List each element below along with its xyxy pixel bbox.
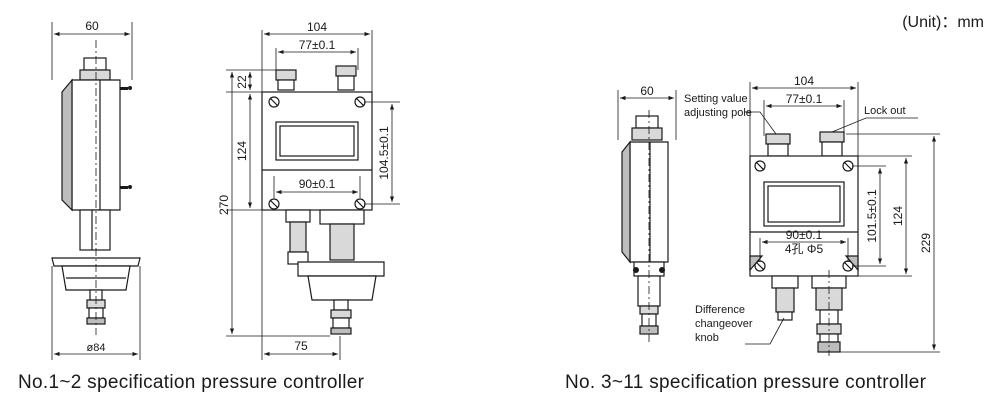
lock-out-label: Lock out <box>864 105 906 117</box>
fig1-caption: No.1~2 specification pressure controller <box>18 372 365 393</box>
fig2-front-view: 104 77±0.1 Setting value adjusting pole … <box>684 74 940 356</box>
diff-knob-label-line1: Difference <box>695 304 745 316</box>
fig2-side-width-dim: 60 <box>640 84 654 98</box>
fig1-screw-spacing-dim: 77±0.1 <box>299 38 336 52</box>
fig1-top-offset-dim: 22 <box>235 75 249 89</box>
fig1-body-height-dim: 124 <box>235 141 249 161</box>
fig2-side-view: 60 <box>617 84 677 345</box>
fig1-width-dim: 104 <box>307 20 327 34</box>
fig2-holes-note: 4孔 Φ5 <box>785 242 824 256</box>
diff-knob-label-line3: knob <box>695 332 719 344</box>
fig1-hole-spacing-h-dim: 90±0.1 <box>299 177 336 191</box>
fig1-side-base-dim: ø84 <box>87 342 106 354</box>
fig2-body-height-dim: 124 <box>891 206 905 226</box>
fig1-port-offset-dim: 75 <box>294 339 308 353</box>
fig1-side-width-dim: 60 <box>85 19 99 33</box>
fig2-overall-height-dim: 229 <box>919 233 933 253</box>
fig2-hole-spacing-v-dim: 101.5±0.1 <box>865 189 879 243</box>
fig1-side-view: 60 ø84 <box>51 19 141 360</box>
fig1-front-view: 104 77±0.1 90±0.1 <box>217 20 400 360</box>
fig2-hole-spacing-h-dim: 90±0.1 <box>786 228 823 242</box>
fig2-caption: No. 3~11 specification pressure controll… <box>565 372 927 393</box>
setting-pole-label-line2: adjusting pole <box>684 107 752 119</box>
unit-label: (Unit)：mm <box>902 14 984 31</box>
setting-pole-label-line1: Setting value <box>684 93 748 105</box>
fig1-overall-height-dim: 270 <box>217 195 231 215</box>
fig2-screw-spacing-dim: 77±0.1 <box>786 92 823 106</box>
diff-knob-label-line2: changeover <box>695 318 753 330</box>
fig1-hole-spacing-v-dim: 104.5±0.1 <box>377 126 391 180</box>
fig2-width-dim: 104 <box>794 74 814 88</box>
